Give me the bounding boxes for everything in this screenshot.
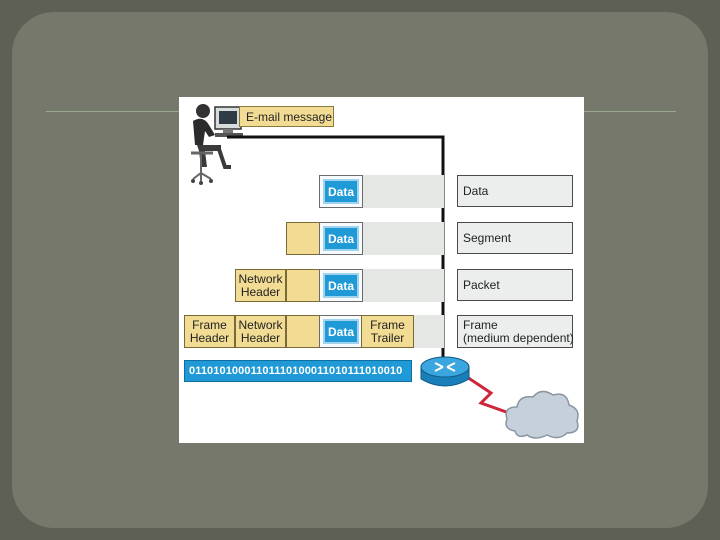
frame-header: Frame Header [184, 315, 235, 348]
email-message-label: E-mail message [239, 106, 334, 127]
bitstream: 01101010001101110100011010111010010 [184, 360, 412, 382]
level-label-data: Data [457, 175, 573, 207]
data-box: Data [323, 319, 359, 344]
level-label-segment: Segment [457, 222, 573, 254]
user-at-computer-icon [191, 104, 243, 185]
data-box: Data [323, 226, 359, 251]
frame-trailer: Frame Trailer [361, 315, 414, 348]
data-unit: Data [319, 315, 363, 348]
level-label-packet: Packet [457, 269, 573, 301]
data-box: Data [323, 273, 359, 298]
data-unit: Data [319, 175, 363, 208]
level-label-frame: Frame (medium dependent) [457, 315, 574, 348]
network-cloud-icon [505, 390, 579, 439]
network-header: Network Header [235, 269, 286, 302]
network-header: Network Header [235, 315, 286, 348]
data-unit: Data [319, 222, 363, 255]
segment-header [286, 315, 320, 348]
encapsulation-diagram: E-mail message Data Data Network Header … [179, 97, 584, 443]
router-icon [420, 356, 470, 387]
data-unit: Data [319, 269, 363, 302]
segment-header [286, 222, 320, 255]
segment-header [286, 269, 320, 302]
data-box: Data [323, 179, 359, 204]
